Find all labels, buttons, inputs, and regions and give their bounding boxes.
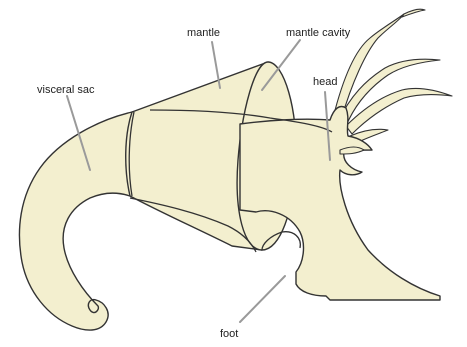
head-and-foot (240, 107, 440, 301)
tentacle-upper-tip (402, 9, 425, 17)
label-visceral-sac: visceral sac (37, 84, 95, 96)
foot-leader (240, 276, 285, 322)
label-foot: foot (220, 328, 238, 340)
tentacles (333, 9, 452, 144)
label-mantle: mantle (187, 27, 220, 39)
label-mantle-cavity: mantle cavity (286, 27, 351, 39)
visceral-sac (19, 112, 132, 330)
label-head: head (313, 76, 337, 88)
